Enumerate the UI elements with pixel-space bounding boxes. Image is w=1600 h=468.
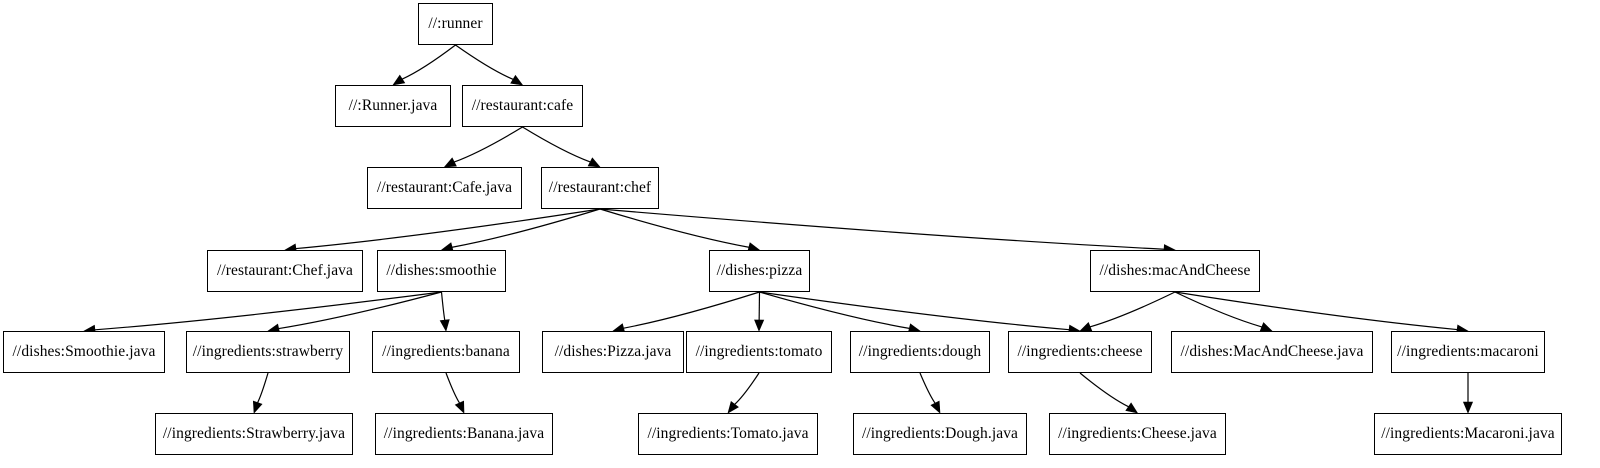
- graph-node-ing_macaroni[interactable]: //ingredients:macaroni: [1391, 331, 1545, 373]
- graph-node-label: //ingredients:strawberry: [192, 343, 344, 361]
- graph-node-label: //ingredients:Banana.java: [383, 425, 545, 443]
- graph-node-dough_java[interactable]: //ingredients:Dough.java: [853, 413, 1027, 455]
- graph-node-label: //ingredients:Tomato.java: [647, 425, 809, 443]
- graph-node-cafe_java[interactable]: //restaurant:Cafe.java: [367, 167, 522, 209]
- graph-node-label: //ingredients:dough: [858, 343, 982, 361]
- graph-node-strawberry_java[interactable]: //ingredients:Strawberry.java: [155, 413, 353, 455]
- graph-node-label: //ingredients:banana: [382, 343, 510, 361]
- graph-node-restaurant_cafe[interactable]: //restaurant:cafe: [462, 85, 583, 127]
- graph-node-dishes_pizza[interactable]: //dishes:pizza: [709, 250, 810, 292]
- graph-node-label: //ingredients:macaroni: [1397, 343, 1539, 361]
- graph-node-ing_strawberry[interactable]: //ingredients:strawberry: [186, 331, 350, 373]
- graph-node-label: //ingredients:Strawberry.java: [162, 425, 346, 443]
- graph-node-label: //ingredients:cheese: [1017, 343, 1143, 361]
- graph-node-label: //ingredients:Macaroni.java: [1381, 425, 1555, 443]
- graph-node-label: //restaurant:chef: [548, 179, 652, 197]
- graph-node-label: //dishes:Smoothie.java: [12, 343, 156, 361]
- graph-node-mac_java[interactable]: //dishes:MacAndCheese.java: [1171, 331, 1373, 373]
- graph-node-label: //dishes:pizza: [716, 262, 803, 280]
- graph-node-ing_dough[interactable]: //ingredients:dough: [850, 331, 990, 373]
- graph-node-label: //ingredients:Cheese.java: [1058, 425, 1217, 443]
- graph-node-runner[interactable]: //:runner: [418, 3, 493, 45]
- graph-node-label: //dishes:Pizza.java: [554, 343, 672, 361]
- graph-node-label: //restaurant:Chef.java: [216, 262, 354, 280]
- graph-node-runner_java[interactable]: //:Runner.java: [335, 85, 451, 127]
- graph-node-ing_banana[interactable]: //ingredients:banana: [372, 331, 520, 373]
- graph-node-restaurant_chef[interactable]: //restaurant:chef: [541, 167, 659, 209]
- graph-node-label: //dishes:MacAndCheese.java: [1180, 343, 1364, 361]
- graph-node-ing_cheese[interactable]: //ingredients:cheese: [1008, 331, 1152, 373]
- graph-node-label: //ingredients:Dough.java: [861, 425, 1019, 443]
- graph-node-label: //dishes:macAndCheese: [1099, 262, 1251, 280]
- graph-node-dishes_smoothie[interactable]: //dishes:smoothie: [377, 250, 506, 292]
- graph-node-smoothie_java[interactable]: //dishes:Smoothie.java: [3, 331, 165, 373]
- graph-node-cheese_java[interactable]: //ingredients:Cheese.java: [1049, 413, 1226, 455]
- graph-node-label: //:runner: [428, 15, 483, 33]
- graph-node-chef_java[interactable]: //restaurant:Chef.java: [207, 250, 363, 292]
- graph-node-macaroni_java[interactable]: //ingredients:Macaroni.java: [1374, 413, 1562, 455]
- graph-node-label: //dishes:smoothie: [386, 262, 497, 280]
- graph-node-dishes_mac[interactable]: //dishes:macAndCheese: [1090, 250, 1260, 292]
- graph-node-label: //:Runner.java: [348, 97, 438, 115]
- graph-node-label: //restaurant:cafe: [471, 97, 574, 115]
- graph-node-banana_java[interactable]: //ingredients:Banana.java: [375, 413, 553, 455]
- graph-node-label: //ingredients:tomato: [695, 343, 823, 361]
- graph-node-pizza_java[interactable]: //dishes:Pizza.java: [542, 331, 684, 373]
- graph-node-label: //restaurant:Cafe.java: [376, 179, 513, 197]
- graph-node-ing_tomato[interactable]: //ingredients:tomato: [686, 331, 832, 373]
- graph-node-tomato_java[interactable]: //ingredients:Tomato.java: [638, 413, 818, 455]
